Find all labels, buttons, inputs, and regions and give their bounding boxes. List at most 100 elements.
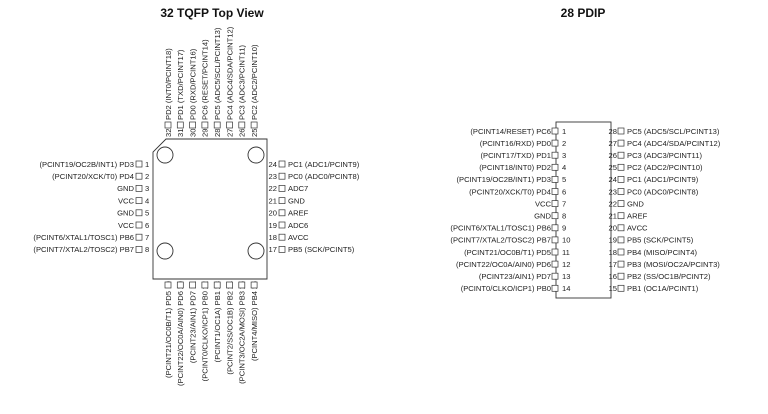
pin-number: 26 — [238, 129, 247, 137]
pin-number: 5 — [562, 175, 566, 184]
pin-label: (PCINT0/CLKO/ICP1) PB0 — [201, 291, 210, 381]
pin-label: (PCINT7/XTAL2/TOSC2) PB7 — [450, 236, 551, 245]
pin-pad — [135, 185, 143, 192]
pin-number: 6 — [562, 187, 566, 196]
pin-pad — [238, 121, 246, 129]
pin-label: (PCINT14/RESET) PC6 — [470, 127, 551, 136]
pin-label: PC2 (ADC2/PCINT10) — [627, 163, 703, 172]
pdip-chip-body — [555, 121, 612, 299]
pin-label: (PCINT19/OC2B/INT1) PD3 — [39, 160, 134, 169]
pin-pad — [551, 139, 559, 147]
pin-label: (PCINT20/XCK/T0) PD4 — [52, 172, 134, 181]
tqfp-pin-29-pc6-reset-pcint14: PC6 (RESET/PCINT14)29 — [201, 39, 210, 137]
pin-number: 24 — [269, 160, 277, 169]
pin-number: 23 — [269, 172, 277, 181]
pin-label: PC4 (ADC4/SDA/PCINT12) — [627, 139, 721, 148]
pin-pad — [617, 284, 625, 292]
pin-number: 19 — [609, 236, 617, 245]
pin-number: 20 — [609, 224, 617, 233]
tqfp-pin-12-pcint0-clko-icp1-pb0: 12(PCINT0/CLKO/ICP1) PB0 — [201, 281, 210, 381]
pin-pad — [278, 197, 286, 204]
pin-label: (PCINT20/XCK/T0) PD4 — [469, 187, 551, 196]
pin-label: (PCINT21/OC0B/T1) PD5 — [464, 248, 551, 257]
pin-pad — [551, 224, 559, 232]
pin-label: PB4 (MISO/PCINT4) — [627, 248, 698, 257]
pdip-package — [555, 121, 612, 299]
pin-number: 9 — [562, 224, 566, 233]
pin-number: 14 — [562, 284, 570, 293]
pin-label: GND — [534, 212, 551, 221]
pin-label: PC0 (ADC0/PCINT8) — [288, 172, 360, 181]
pin-number: 24 — [609, 175, 617, 184]
pin1-marker-hole — [156, 146, 174, 164]
pin-number: 28 — [609, 127, 617, 136]
pin-label: PC4 (ADC4/SDA/PCINT12) — [225, 26, 234, 120]
pin-pad — [213, 281, 221, 289]
pin-pad — [213, 121, 221, 129]
pdip-pin-24-pc1-adc1-pcint9: 24 PC1 (ADC1/PCINT9) — [609, 175, 699, 184]
pin-number: 22 — [269, 184, 277, 193]
pin-label: PC2 (ADC2/PCINT10) — [250, 44, 259, 120]
pin-label: ADC7 — [288, 184, 308, 193]
pin-label: VCC — [118, 196, 135, 205]
pin-pad — [278, 209, 286, 217]
pin-label: VCC — [118, 221, 135, 230]
pin-pad — [617, 236, 625, 244]
pin-label: PC0 (ADC0/PCINT8) — [627, 187, 699, 196]
pin-label: (PCINT22/OC0A/AIN0) PD6 — [176, 291, 185, 386]
pin-pad — [135, 172, 143, 180]
pin-pad — [551, 151, 559, 159]
pin-label: (PCINT16/RXD) PD0 — [480, 139, 551, 148]
pin-pad — [135, 233, 143, 241]
pin-pad — [617, 212, 625, 220]
pin-pad — [551, 236, 559, 244]
pin-number: 31 — [176, 129, 185, 137]
pin-label: PB2 (SS/OC1B/PCINT2) — [627, 272, 711, 281]
pin-label: PC1 (ADC1/PCINT9) — [627, 175, 699, 184]
pin-label: PC3 (ADC3/PCINT11) — [238, 45, 247, 120]
pin-pad — [135, 221, 143, 229]
tqfp-pin-1-pcint19-oc2b-int1-pd3: (PCINT19/OC2B/INT1) PD3 1 — [39, 160, 149, 169]
pin-pad — [164, 281, 172, 289]
pin-pad — [238, 281, 246, 289]
mounting-hole-bottom-left — [156, 242, 174, 260]
pin-number: 1 — [145, 160, 149, 169]
pin-pad — [176, 121, 184, 129]
pin-label: (PCINT23/AIN1) PD7 — [188, 291, 197, 363]
pin-number: 19 — [269, 221, 277, 230]
pin-pad — [551, 212, 559, 220]
pin-label: PD0 (RXD/PCINT16) — [188, 48, 197, 120]
mounting-hole-bottom-right — [247, 242, 265, 260]
pin-label: PB5 (SCK/PCINT5) — [627, 236, 694, 245]
pin-pad — [278, 246, 286, 253]
pin-number: 22 — [609, 199, 617, 208]
tqfp-pin-13-pcint1-oc1a-pb1: 13(PCINT1/OC1A) PB1 — [213, 281, 222, 362]
pin-number: 17 — [269, 245, 277, 254]
pin-number: 21 — [269, 196, 277, 205]
pin-pad — [551, 176, 559, 183]
tqfp-pin-14-pcint2-ss-oc1b-pb2: 14(PCINT2/SS/OC1B) PB2 — [225, 281, 234, 375]
pin-pad — [278, 185, 286, 192]
pin-label: PD1 (TXD/PCINT17) — [176, 49, 185, 120]
pin-pad — [135, 209, 143, 217]
tqfp-pin-22-adc7: 22 ADC7 — [269, 184, 309, 193]
pin-label: GND — [627, 199, 644, 208]
pin-pad — [551, 163, 559, 171]
